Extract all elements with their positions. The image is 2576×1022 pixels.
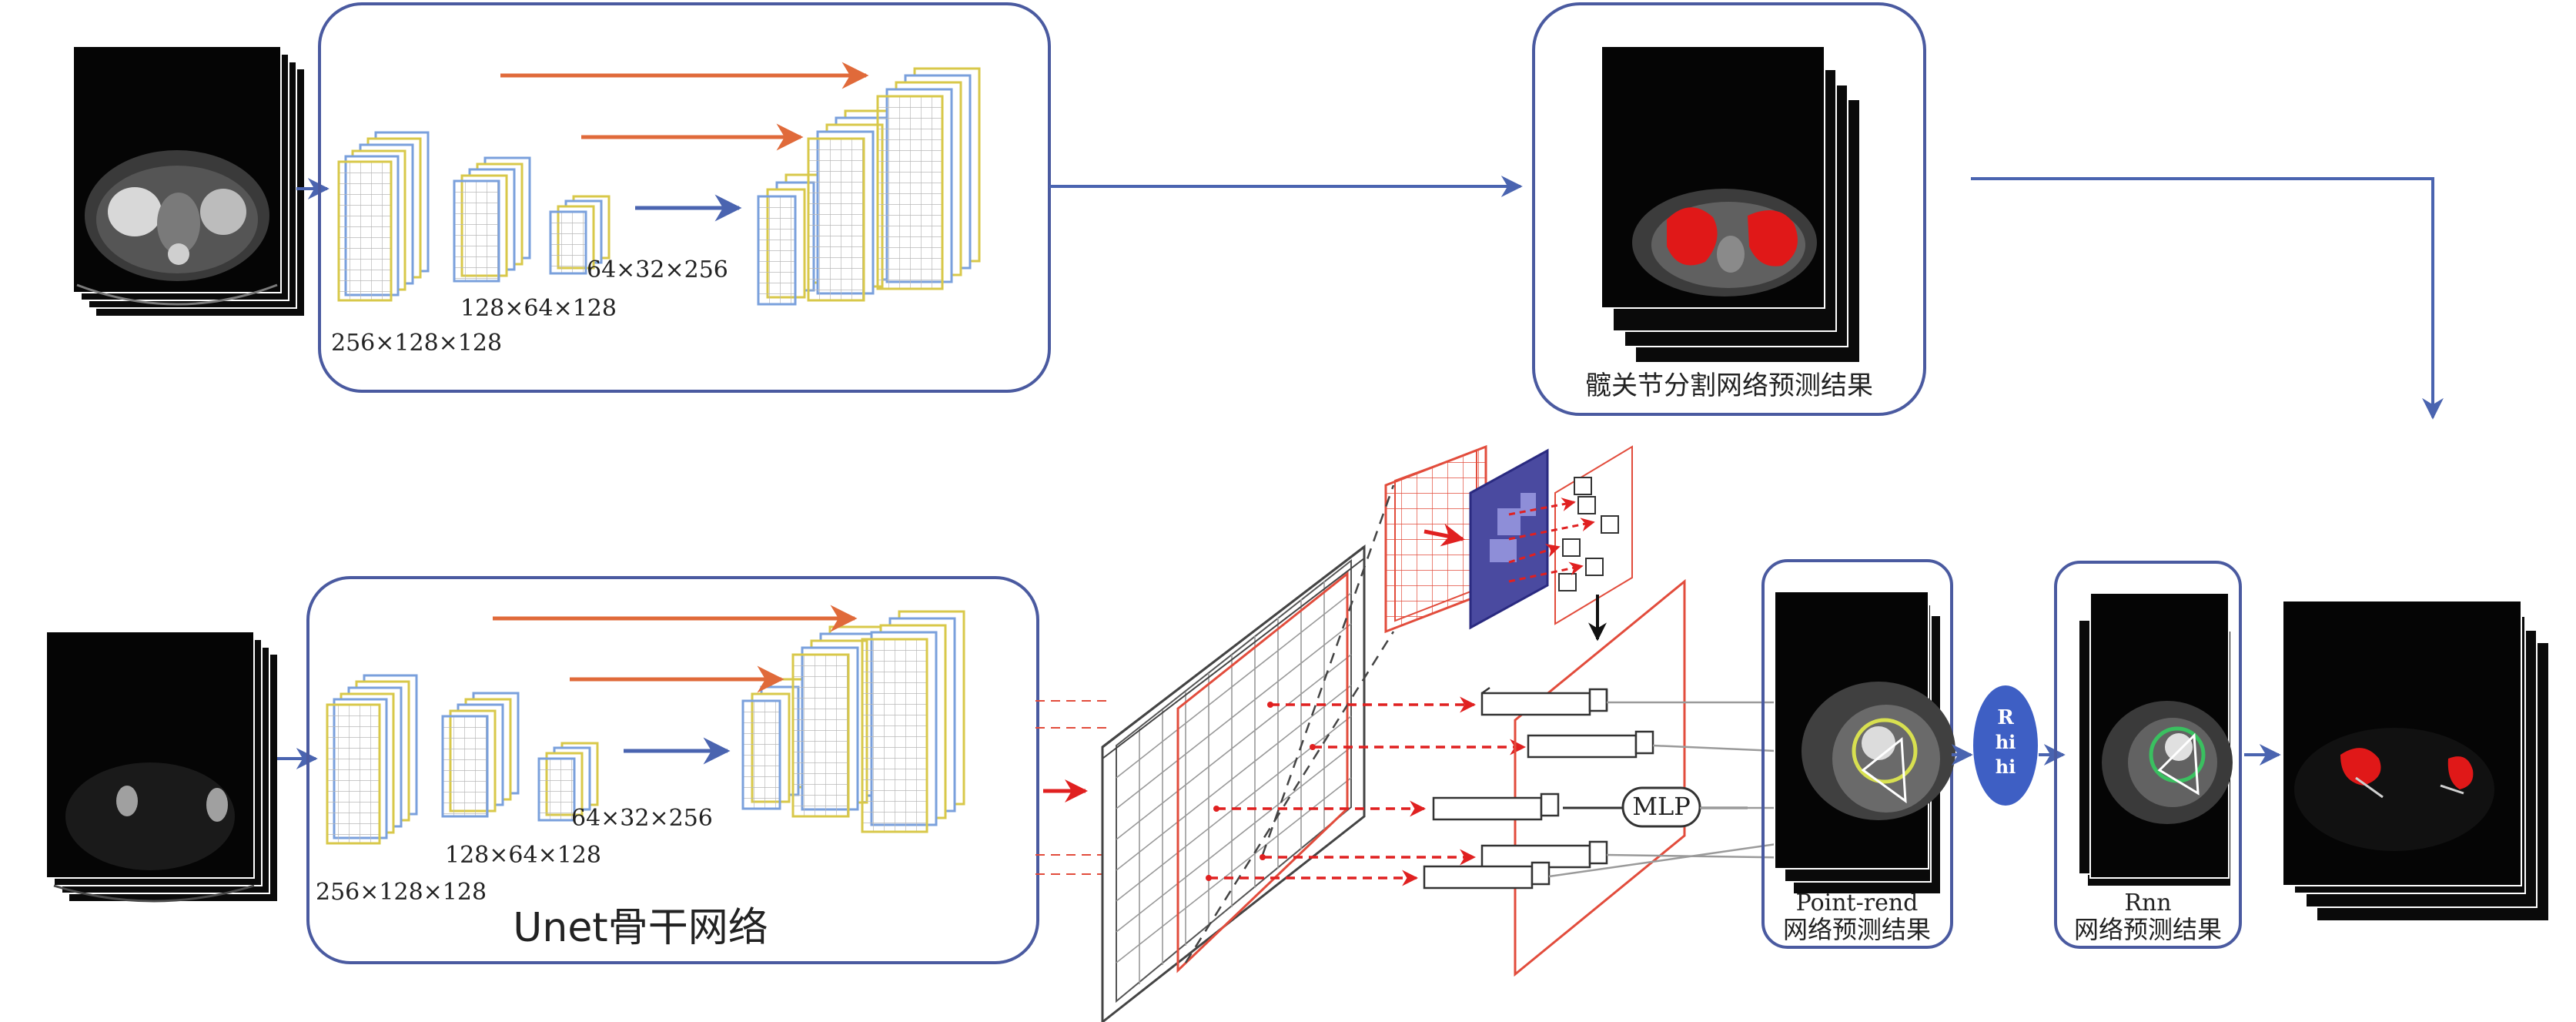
point-cubes-grid (1508, 445, 1633, 625)
point-feature-arrows (1209, 696, 1527, 886)
hip-result-caption: 髋关节分割网络预测结果 (1585, 370, 1873, 401)
mlp-label: MLP (1632, 792, 1691, 821)
zoom-link-lines (1184, 484, 1395, 963)
top-encoder-block-large (337, 131, 430, 302)
bottom-decoder-block-large (861, 610, 965, 833)
top-result-frame: 髋关节分割网络预测结果 (1532, 2, 1926, 416)
unet-backbone-caption: Unet骨干网络 (513, 905, 768, 951)
point-feature-bars (1423, 686, 1654, 890)
top-dim-large: 256×128×128 (331, 330, 502, 357)
point-features-plane (1514, 578, 1686, 977)
feature-bar (1432, 792, 1560, 821)
arrow-top-to-bottom-right (1971, 177, 2444, 420)
pointrend-caption-line1: Point-rend (1796, 890, 1919, 916)
hip-segmentation-result-stack (1601, 45, 1859, 362)
bottom-dim-small: 64×32×256 (571, 805, 713, 832)
projection-lines (1035, 700, 1109, 875)
rnn-caption-line2: 网络预测结果 (2074, 915, 2222, 944)
final-mask-left (2340, 748, 2381, 786)
top-decoder-block-large (876, 67, 981, 290)
bottom-input-ct-stack (45, 631, 278, 903)
top-encoder-block-medium (453, 156, 531, 283)
bottom-unet-frame: 256×128×128 128×64×128 64×32×256 Unet骨干网… (306, 576, 1039, 964)
pointrend-result-frame: Point-rend 网络预测结果 (1761, 559, 1955, 949)
rnn-node-label-1: R (1997, 706, 2014, 729)
bottom-dim-large: 256×128×128 (316, 879, 487, 906)
bottom-encoder-block-medium (441, 692, 520, 818)
top-dim-small: 64×32×256 (587, 256, 728, 283)
final-prediction-stack (2282, 600, 2548, 920)
feature-bar (1480, 686, 1608, 716)
hip-mask-left (1667, 207, 1718, 266)
rnn-node-label-2: hi (1996, 731, 2016, 753)
rnn-result-frame: Rnn 网络预测结果 (2054, 561, 2242, 949)
top-unet-frame: 256×128×128 128×64×128 64×32×256 (318, 2, 1051, 393)
bottom-dim-medium: 128×64×128 (445, 842, 601, 869)
rnn-caption-line1: Rnn (2124, 890, 2171, 916)
coarse-feature-plane (1101, 544, 1366, 1022)
hip-mask-right (1748, 209, 1798, 266)
rnn-node: R hi hi (1973, 685, 2038, 806)
feature-bar (1527, 730, 1654, 759)
pointrend-caption-line2: 网络预测结果 (1783, 915, 1931, 944)
bottom-encoder-block-large (326, 674, 418, 845)
ct-body-top (76, 150, 278, 306)
top-dim-medium: 128×64×128 (460, 295, 617, 322)
top-input-ct-stack (72, 45, 305, 317)
rnn-node-label-3: hi (1996, 756, 2016, 778)
feature-bar (1423, 861, 1551, 890)
final-mask-right (2447, 756, 2474, 789)
